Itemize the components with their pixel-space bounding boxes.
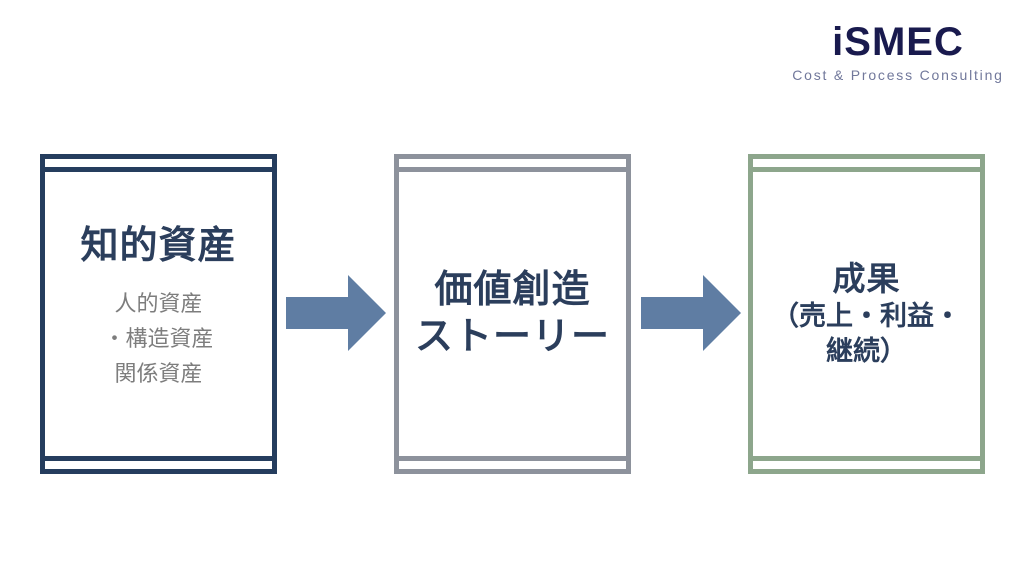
box-results: 成果 （売上・利益・ 継続） <box>748 154 985 474</box>
box-title: 成果 <box>832 260 901 298</box>
box-bottom-band <box>753 461 980 469</box>
logo-wordmark: iSMEC <box>832 20 964 64</box>
box-top-rule <box>399 167 626 172</box>
box-bottom-rule <box>399 456 626 461</box>
box-bottom-band <box>45 461 272 469</box>
logo: iSMEC Cost & Process Consulting <box>778 20 1018 83</box>
box-bottom-band <box>399 461 626 469</box>
box-title: 知的資産 <box>80 224 237 267</box>
box-intellectual-assets: 知的資産 人的資産 ・構造資産 関係資産 <box>40 154 277 474</box>
box-content: 知的資産 人的資産 ・構造資産 関係資産 <box>45 172 272 456</box>
box-top-rule <box>753 167 980 172</box>
box-title: 価値創造 ストーリー <box>414 268 610 359</box>
box-top-band <box>45 159 272 167</box>
box-bottom-rule <box>45 456 272 461</box>
box-bottom-rule <box>753 456 980 461</box>
right-arrow-icon <box>641 275 741 351</box>
right-arrow-icon <box>286 275 386 351</box>
box-subtitle: （売上・利益・ 継続） <box>772 300 961 366</box>
box-item-list: 人的資産 ・構造資産 関係資産 <box>103 291 214 387</box>
box-top-band <box>753 159 980 167</box>
box-content: 価値創造 ストーリー <box>399 172 626 456</box>
box-top-rule <box>45 167 272 172</box>
logo-tagline: Cost & Process Consulting <box>792 67 1004 83</box>
box-content: 成果 （売上・利益・ 継続） <box>753 172 980 456</box>
box-top-band <box>399 159 626 167</box>
box-value-creation-story: 価値創造 ストーリー <box>394 154 631 474</box>
